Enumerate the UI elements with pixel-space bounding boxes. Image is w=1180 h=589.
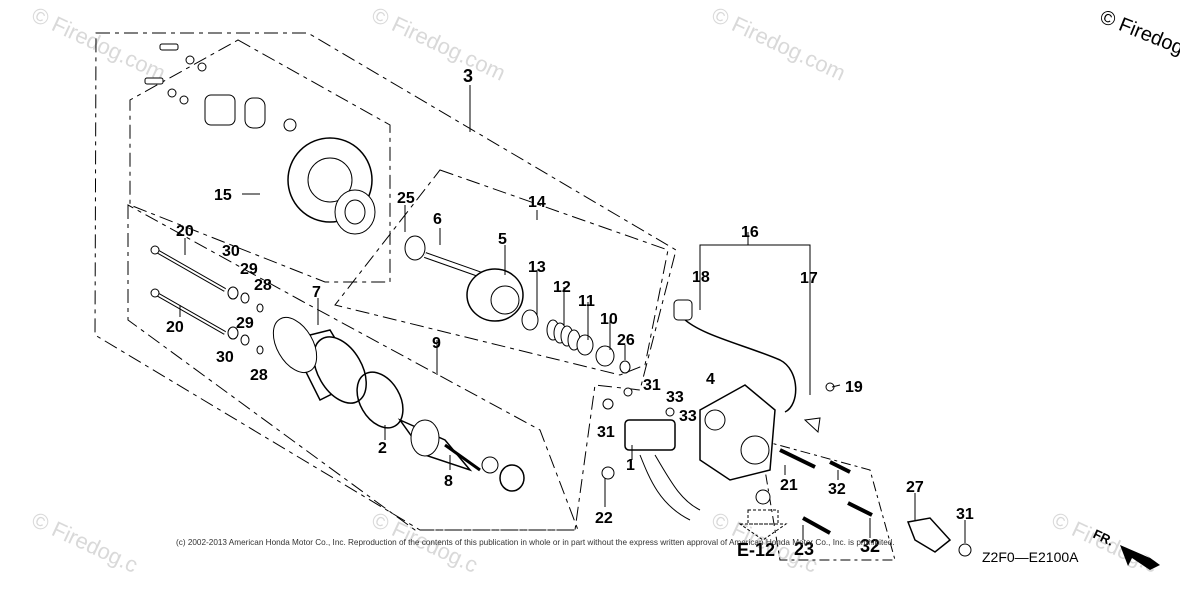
watermark: © Firedog.com	[368, 2, 510, 86]
callout-9: 9	[432, 335, 441, 352]
callout-21: 21	[780, 477, 798, 494]
end-cover	[287, 137, 376, 235]
callout-33-bottom: 33	[679, 408, 697, 425]
copyright-notice: (c) 2002-2013 American Honda Motor Co., …	[176, 538, 895, 547]
front-housing	[699, 384, 776, 481]
callout-11: 11	[578, 293, 595, 310]
callout-31-right: 31	[956, 506, 974, 523]
callout-31-left: 31	[597, 424, 615, 441]
callout-1: 1	[626, 457, 635, 474]
front-arrow	[1120, 545, 1160, 570]
small-hardware	[144, 43, 297, 132]
starter-assembly-boundary	[94, 32, 677, 531]
callout-31-top: 31	[643, 377, 661, 394]
bracket-16	[699, 244, 811, 262]
callout-6: 6	[433, 211, 442, 228]
spring-washers	[521, 309, 631, 374]
armature	[397, 418, 525, 492]
callout-29-bottom: 29	[236, 315, 254, 332]
through-bolt	[150, 245, 226, 292]
callout-32-top: 32	[828, 481, 846, 498]
callout-25: 25	[397, 190, 415, 207]
callout-2: 2	[378, 440, 387, 457]
callout-23: 23	[794, 539, 814, 559]
callout-15: 15	[214, 187, 232, 204]
callout-18: 18	[692, 269, 710, 286]
callout-32-bottom: 32	[860, 536, 880, 556]
callout-19: 19	[845, 379, 863, 396]
callout-13: 13	[528, 259, 546, 276]
right-bolts	[601, 382, 972, 557]
yoke	[272, 317, 367, 404]
watermark: © Firedog.c	[28, 507, 142, 578]
callout-16: 16	[741, 224, 759, 241]
watermark-group: © Firedog.com © Firedog.com © Firedog.co…	[28, 2, 1162, 578]
callout-27: 27	[906, 479, 924, 496]
end-cover-boundary	[129, 39, 391, 283]
drive-assembly-boundary	[334, 169, 669, 376]
callout-labels: 3 15 25 6 14 5 20 30 29 28 7 20 29 30 28…	[166, 66, 974, 559]
watermark: © Firedog.com	[708, 2, 850, 86]
bolts-boundary	[759, 439, 896, 561]
solenoid	[624, 419, 701, 521]
bracket-27	[906, 517, 952, 553]
callout-14: 14	[528, 194, 546, 211]
callout-12: 12	[553, 279, 571, 296]
callout-5: 5	[498, 231, 507, 248]
cable	[673, 299, 821, 434]
callout-22: 22	[595, 510, 613, 527]
callout-29-top: 29	[240, 261, 258, 278]
callout-26: 26	[617, 332, 635, 349]
leader-lines	[179, 85, 966, 543]
watermark: © Firedog.com	[28, 2, 170, 86]
diagram-code: Z2F0—E2100A	[982, 549, 1079, 565]
callout-20-top: 20	[176, 223, 194, 240]
motor-boundary	[127, 204, 579, 531]
callout-28-top: 28	[254, 277, 272, 294]
callout-28-bottom: 28	[250, 367, 268, 384]
ref-arrow	[738, 509, 788, 541]
callout-8: 8	[444, 473, 453, 490]
reference-label: E-12	[737, 540, 776, 560]
washer-set	[227, 286, 264, 355]
clutch	[466, 268, 524, 322]
callout-10: 10	[600, 311, 618, 328]
callout-3: 3	[463, 66, 473, 86]
callout-7: 7	[312, 284, 321, 301]
o-ring	[356, 371, 404, 429]
callout-20-bottom: 20	[166, 319, 184, 336]
callout-4: 4	[706, 371, 715, 388]
through-bolt	[150, 288, 226, 335]
callout-30-bottom: 30	[216, 349, 234, 366]
callout-17: 17	[800, 270, 818, 287]
callout-30-top: 30	[222, 243, 240, 260]
callout-33-top: 33	[666, 389, 684, 406]
